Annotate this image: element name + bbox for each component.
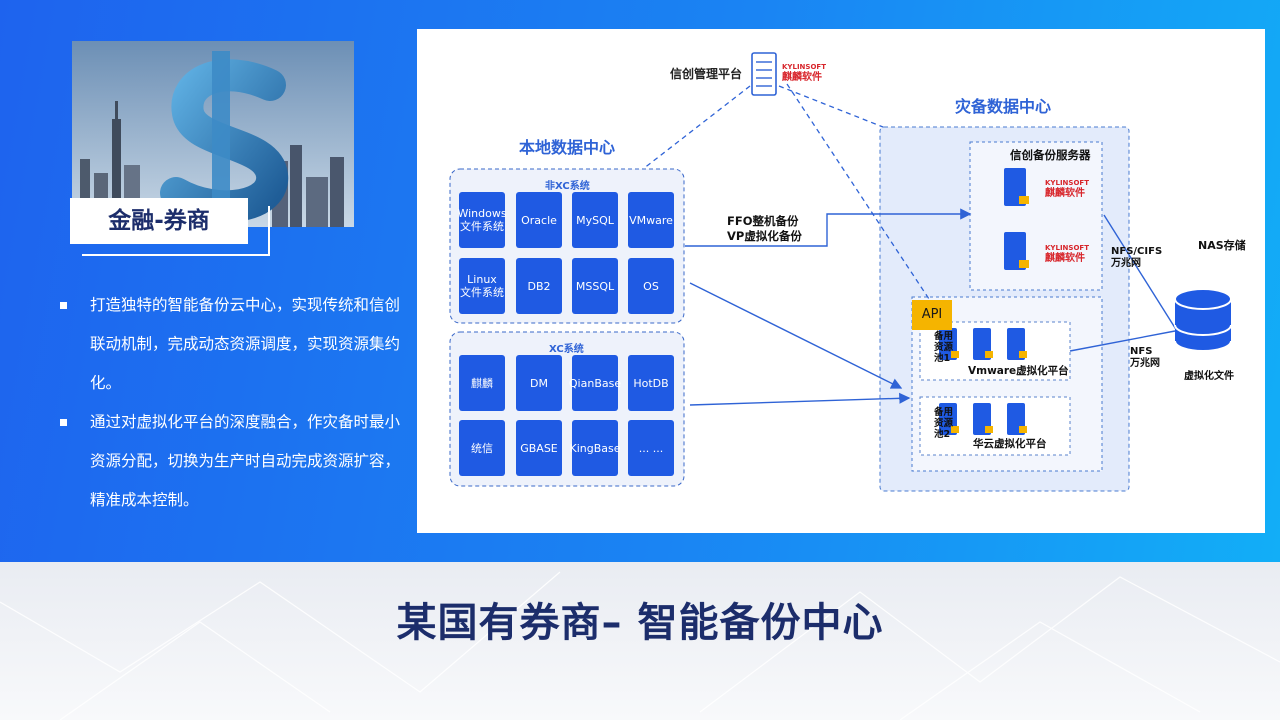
system-tile: Windows 文件系统 bbox=[457, 192, 507, 248]
system-tile: Oracle bbox=[516, 192, 562, 248]
system-tile: OS bbox=[628, 258, 674, 314]
system-tile: 统信 bbox=[459, 420, 505, 476]
pool1-label: 备用 资源 池1 bbox=[934, 331, 954, 364]
bullet-item: 通过对虚拟化平台的深度融合，作灾备时最小资源分配，切换为生产时自动完成资源扩容，… bbox=[60, 403, 410, 520]
bullet-list: 打造独特的智能备份云中心，实现传统和信创联动机制，完成动态资源调度，实现资源集约… bbox=[60, 286, 410, 520]
flow-label: VP虚拟化备份 bbox=[727, 229, 802, 243]
backup-server-title: 信创备份服务器 bbox=[1010, 148, 1091, 162]
system-tile: DB2 bbox=[516, 258, 562, 314]
system-tile: 麒麟 bbox=[459, 355, 505, 411]
dr-dc-title: 灾备数据中心 bbox=[955, 97, 1052, 116]
xc-label: XC系统 bbox=[549, 344, 584, 355]
non-xc-label: 非XC系统 bbox=[545, 181, 590, 192]
finance-photo bbox=[72, 41, 354, 227]
bullet-text: 打造独特的智能备份云中心，实现传统和信创联动机制，完成动态资源调度，实现资源集约… bbox=[90, 296, 401, 392]
footer-background bbox=[0, 562, 1280, 720]
kylin-latin: KYLINSOFT bbox=[782, 63, 826, 71]
page-title: 某国有券商– 智能备份中心 bbox=[396, 600, 884, 646]
nas-title: NAS存储 bbox=[1198, 239, 1246, 252]
system-tile: KingBase bbox=[570, 420, 621, 476]
label-frame bbox=[82, 206, 270, 256]
system-tile: ... ... bbox=[628, 420, 674, 476]
kylin-cn: 麒麟软件 bbox=[1045, 188, 1085, 199]
local-dc-title: 本地数据中心 bbox=[519, 138, 616, 157]
system-tile: HotDB bbox=[628, 355, 674, 411]
system-tile: MSSQL bbox=[572, 258, 618, 314]
bullet-text: 通过对虚拟化平台的深度融合，作灾备时最小资源分配，切换为生产时自动完成资源扩容，… bbox=[90, 413, 401, 509]
pool2-platform: 华云虚拟化平台 bbox=[973, 438, 1047, 450]
bullet-item: 打造独特的智能备份云中心，实现传统和信创联动机制，完成动态资源调度，实现资源集约… bbox=[60, 286, 410, 403]
category-label: 金融-券商 bbox=[70, 198, 248, 244]
flow-label: FFO整机备份 bbox=[727, 214, 799, 228]
bullet-square-icon bbox=[60, 302, 67, 309]
kylin-cn: 麒麟软件 bbox=[782, 72, 822, 83]
bullet-square-icon bbox=[60, 419, 67, 426]
pool1-platform: Vmware虚拟化平台 bbox=[968, 365, 1069, 377]
system-tile: Linux 文件系统 bbox=[459, 258, 505, 314]
system-tile: VMware bbox=[628, 192, 674, 248]
system-tile: GBASE bbox=[516, 420, 562, 476]
nas-caption: 虚拟化文件 bbox=[1184, 371, 1234, 382]
api-badge: API bbox=[921, 307, 943, 322]
system-tile: MySQL bbox=[572, 192, 618, 248]
pool2-label: 备用 资源 池2 bbox=[934, 407, 954, 440]
kylin-latin: KYLINSOFT bbox=[1045, 179, 1089, 187]
system-tile: QianBase bbox=[569, 355, 621, 411]
kylin-latin: KYLINSOFT bbox=[1045, 244, 1089, 252]
system-tile: DM bbox=[516, 355, 562, 411]
kylin-cn: 麒麟软件 bbox=[1045, 253, 1085, 264]
mgmt-platform-label: 信创管理平台 bbox=[670, 67, 743, 81]
